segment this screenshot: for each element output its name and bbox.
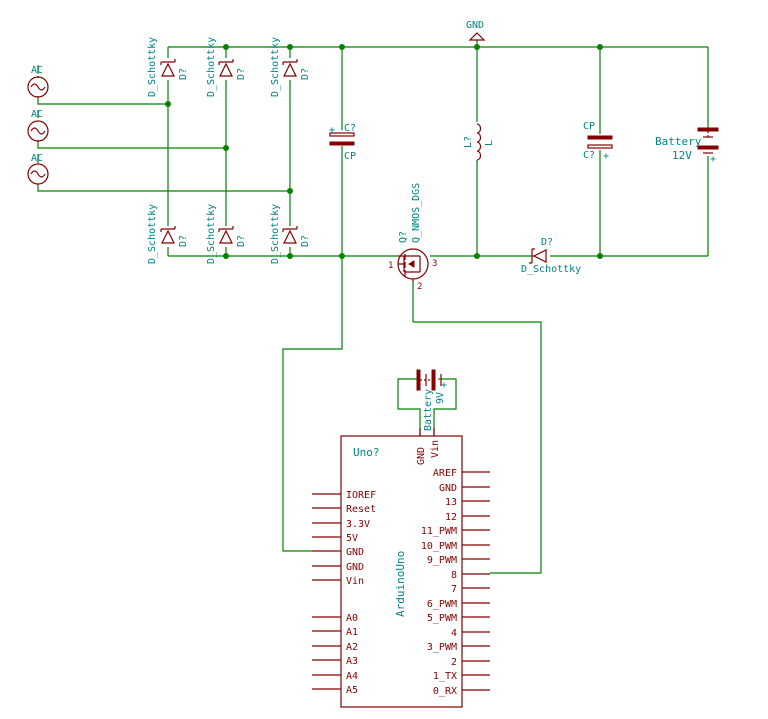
arduino-left-pin-label: Vin: [346, 576, 364, 587]
arduino-left-pin-label: A2: [346, 642, 358, 653]
mosfet[interactable]: Q? Q_NMOS_DGS 1 2 3: [388, 183, 437, 292]
arduino-right-pin-label: 4: [451, 628, 457, 639]
diode-ref: D?: [178, 235, 189, 247]
mosfet-pin-2: 2: [417, 282, 422, 292]
junctions: [165, 44, 603, 259]
arduino-uno[interactable]: Uno? ArduinoUno GND Vin IOREF Reset 3.3V 5V…: [312, 428, 490, 708]
arduino-right-pin-label: 0_RX: [433, 686, 457, 697]
arduino-left-pin-label: GND: [346, 562, 364, 573]
ac-source-2[interactable]: AC: [27, 109, 49, 142]
arduino-right-pin-label: 13: [445, 497, 457, 508]
arduino-left-pin-label: A0: [346, 613, 358, 624]
battery-label: Battery: [655, 135, 702, 148]
ac-source-label: AC: [31, 65, 43, 76]
rectifier-diode-bottom-1[interactable]: D_Schottky D?: [147, 204, 189, 264]
mosfet-pin-1: 1: [388, 261, 393, 271]
arduino-right-pin-label: 6_PWM: [427, 599, 457, 610]
arduino-ref: Uno?: [353, 446, 380, 459]
rectifier-diode-top-3[interactable]: D_Schottky D?: [270, 37, 311, 97]
battery-label: Battery: [423, 389, 434, 431]
inductor[interactable]: L? L: [463, 123, 495, 161]
arduino-right-pin-label: AREF: [433, 468, 457, 479]
capacitor-value: CP: [344, 151, 356, 162]
arduino-left-pin-label: A1: [346, 627, 358, 638]
arduino-right-pin-label: 11_PWM: [421, 526, 457, 537]
capacitor-ref: C?: [344, 123, 356, 134]
capacitor-value: CP: [583, 121, 595, 132]
arduino-pin-vin: Vin: [430, 440, 441, 458]
rectifier-diode-top-1[interactable]: D_Schottky D?: [147, 37, 189, 97]
arduino-left-pin-label: GND: [346, 547, 364, 558]
arduino-value: ArduinoUno: [394, 551, 407, 617]
diode-value: D_Schottky: [270, 204, 281, 264]
arduino-left-pin-label: 3.3V: [346, 519, 370, 530]
arduino-left-pin-label: 5V: [346, 533, 358, 544]
capacitor-ref: C?: [583, 150, 595, 161]
arduino-right-pin-label: 9_PWM: [427, 555, 457, 566]
inductor-value: L: [484, 140, 495, 146]
gnd-symbol[interactable]: GND: [466, 20, 486, 41]
inductor-ref: L?: [463, 136, 474, 148]
arduino-right-pin-label: 5_PWM: [427, 613, 457, 624]
diode-value: D_Schottky: [521, 264, 581, 275]
diode-ref: D?: [541, 237, 553, 248]
mosfet-value: Q_NMOS_DGS: [411, 183, 422, 243]
capacitor-plus-sign: +: [329, 125, 335, 136]
arduino-right-pin-label: 7: [451, 584, 457, 595]
arduino-left-pin-label: A4: [346, 671, 358, 682]
arduino-left-pin-label: Reset: [346, 504, 376, 515]
capacitor-plus-sign: +: [603, 151, 609, 162]
arduino-left-pin-label: IOREF: [346, 490, 376, 501]
battery-plus-sign: +: [710, 154, 716, 165]
arduino-right-pin-label: GND: [439, 483, 457, 494]
ac-source-1[interactable]: AC: [27, 65, 49, 98]
arduino-right-pin-label: 12: [445, 512, 457, 523]
battery-plus-sign: +: [441, 380, 447, 391]
arduino-right-pin-label: 2: [451, 657, 457, 668]
ac-source-label: AC: [31, 109, 43, 120]
arduino-right-pin-label: 10_PWM: [421, 541, 457, 552]
ac-source-3[interactable]: AC: [27, 153, 49, 185]
diode-value: D_Schottky: [147, 204, 158, 264]
battery-9v[interactable]: + Battery 9V: [416, 369, 447, 431]
diode-value: D_Schottky: [147, 37, 158, 97]
diode-ref: D?: [236, 235, 247, 247]
mosfet-pin-3: 3: [432, 259, 437, 269]
output-diode[interactable]: D? D_Schottky: [521, 237, 581, 275]
diode-value: D_Schottky: [206, 204, 217, 264]
diode-ref: D?: [300, 235, 311, 247]
arduino-right-pin-label: 1_TX: [433, 671, 457, 682]
rectifier-diode-bottom-3[interactable]: D_Schottky D?: [270, 204, 311, 264]
arduino-left-pin-label: A3: [346, 656, 358, 667]
capacitor-1[interactable]: + C? CP: [329, 123, 356, 162]
diode-value: D_Schottky: [270, 37, 281, 97]
diode-ref: D?: [178, 68, 189, 80]
arduino-pin-gnd: GND: [416, 447, 427, 465]
battery-12v[interactable]: + Battery 12V: [655, 127, 719, 165]
rectifier-diode-bottom-2[interactable]: D_Schottky D?: [206, 204, 247, 264]
arduino-left-pin-label: A5: [346, 685, 358, 696]
diode-value: D_Schottky: [206, 37, 217, 97]
arduino-top-pins: GND Vin: [416, 428, 441, 465]
arduino-right-pin-label: 3_PWM: [427, 642, 457, 653]
arduino-right-pin-label: 8: [451, 570, 457, 581]
battery-value: 12V: [672, 149, 692, 162]
arduino-right-pins: AREF GND 13 12 11_PWM 10_PWM 9_PWM 8 7 6_PWM 5_PWM…: [421, 468, 490, 697]
gnd-label: GND: [466, 20, 484, 31]
diode-ref: D?: [300, 68, 311, 80]
mosfet-ref: Q?: [398, 231, 409, 243]
ac-source-label: AC: [31, 153, 43, 164]
battery-value: 9V: [435, 392, 446, 404]
rectifier-diode-top-2[interactable]: D_Schottky D?: [206, 37, 247, 97]
diode-ref: D?: [236, 68, 247, 80]
capacitor-2[interactable]: + CP C?: [583, 121, 613, 162]
